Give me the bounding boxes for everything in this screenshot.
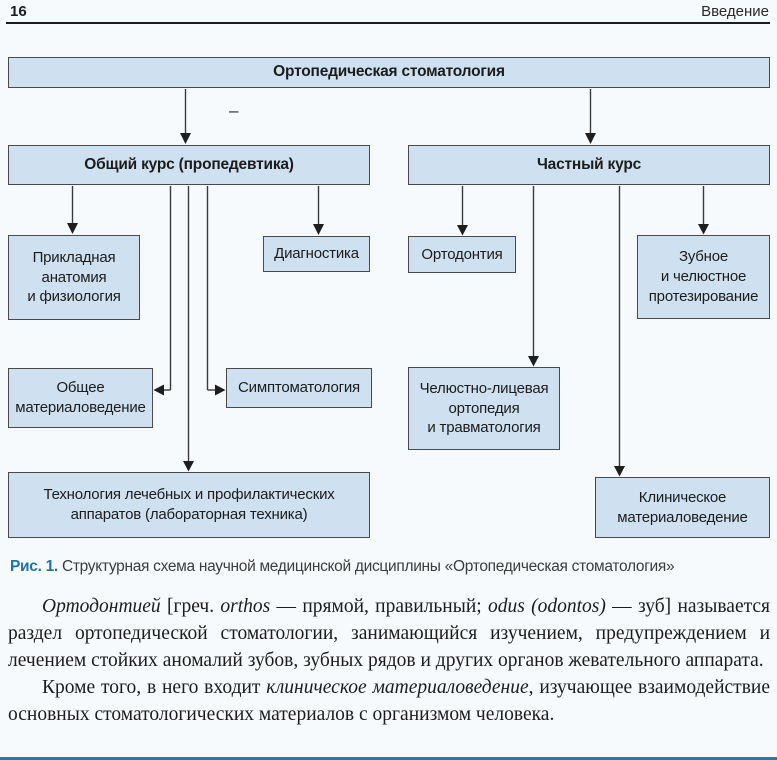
node-label: Симптоматология [238, 379, 360, 397]
node-maxillofacial: Челюстно-лицевая ортопедия и травматолог… [408, 367, 560, 450]
body-text: Ортодонтией [греч. orthos — прямой, прав… [8, 593, 770, 728]
node-dental-prosthetics: Зубное и челюстное протезирование [637, 235, 770, 319]
term-clinical-materials: клиническое материаловедение [266, 677, 529, 698]
node-orthopedic-dentistry: Ортопедическая стоматология [8, 57, 770, 88]
node-label-line: Челюстно-лицевая [419, 379, 549, 397]
node-label: Общий курс (пропедевтика) [84, 155, 294, 173]
header-rule [6, 22, 770, 24]
text-run: , изучающее взаимодействие основных стом… [8, 677, 770, 725]
paragraph-clinical-materials: Кроме того, в него входит клиническое ма… [8, 674, 770, 728]
text-run: [греч. [160, 596, 221, 617]
node-label-line: материаловедение [15, 399, 146, 416]
node-label-line: и челюстное [660, 268, 747, 286]
term-odus-odontos: odus (odontos) [487, 596, 606, 617]
text-run: — прямой, правильный; [270, 596, 488, 617]
node-label-line: Общее [56, 379, 105, 397]
term-orthodontics: Ортодонтией [42, 596, 161, 617]
node-orthodontics: Ортодонтия [408, 236, 516, 273]
node-label-line: ортопедия [448, 399, 520, 417]
page-number: 16 [10, 3, 27, 20]
figure-caption: Рис. 1. Структурная схема научной медици… [10, 558, 770, 576]
node-label: Диагностика [274, 245, 359, 263]
node-label-line: Прикладная [32, 248, 116, 266]
node-diagnostics: Диагностика [263, 236, 370, 272]
stray-dash-mark: – [229, 101, 239, 120]
node-label-line: и физиология [27, 288, 121, 306]
bottom-blue-rule [0, 757, 777, 760]
node-clinical-materials: Клиническое материаловедение [595, 477, 770, 538]
node-label: Ортопедическая стоматология [273, 63, 505, 81]
node-label: Частный курс [536, 155, 642, 173]
text-run: — зуб] называется раздел ортопедической … [8, 596, 770, 671]
node-label-line: Зубное [678, 248, 729, 266]
node-symptomatology: Симптоматология [226, 368, 372, 408]
figure-label: Рис. 1. [10, 558, 58, 575]
node-label-line: анатомия [41, 268, 107, 286]
term-orthos: orthos [220, 596, 271, 617]
node-general-materials: Общее материаловедение [8, 368, 153, 428]
node-label: Ортодонтия [421, 245, 503, 263]
node-applied-anatomy: Прикладная анатомия и физиология [8, 235, 140, 320]
node-label-line: материаловедение [617, 508, 748, 526]
figure-caption-text: Структурная схема научной медицинской ди… [57, 558, 675, 575]
node-label-line: Технология лечебных и профилактических [43, 486, 335, 504]
text-run: Кроме того, в него входит [42, 677, 267, 698]
node-general-course: Общий курс (пропедевтика) [8, 145, 370, 185]
node-label-line: и травматология [427, 419, 541, 437]
running-title: Введение [701, 3, 769, 20]
node-technology: Технология лечебных и профилактических а… [8, 472, 370, 538]
paragraph-orthodontics: Ортодонтией [греч. orthos — прямой, прав… [8, 593, 770, 674]
node-private-course: Частный курс [408, 145, 770, 185]
node-label-line: Клиническое [638, 488, 727, 506]
figure-flowchart: – Ортопедическая стоматология Общий курс… [8, 57, 770, 538]
node-label-line: аппаратов (лабораторная техника) [70, 506, 308, 523]
node-label-line: протезирование [648, 287, 759, 305]
